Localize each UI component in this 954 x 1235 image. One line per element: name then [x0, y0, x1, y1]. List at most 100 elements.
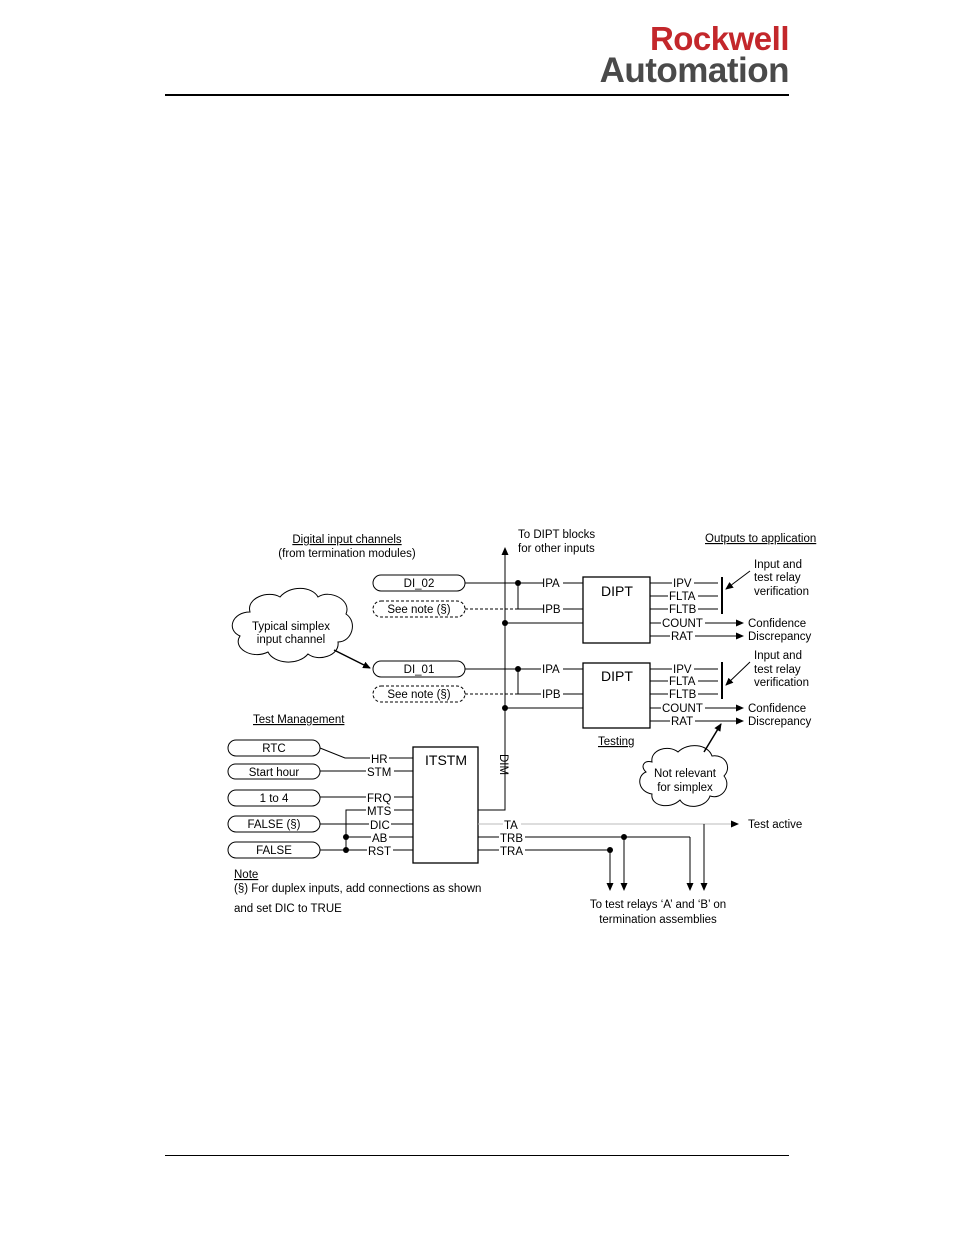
relays-line2: termination assemblies — [599, 914, 717, 926]
pill-note1 — [372, 600, 466, 618]
outputs-title: Outputs to application — [705, 533, 816, 545]
cloud-not-relevant: Not relevant for simplex — [639, 745, 728, 807]
relays-line1: To test relays ‘A’ and ‘B’ on — [590, 899, 726, 911]
tra-label: TRA — [500, 846, 523, 858]
label-bg — [661, 702, 705, 713]
label-bg — [366, 766, 394, 777]
pill-false-label: FALSE — [256, 845, 292, 857]
test-active-label: Test active — [748, 819, 802, 831]
verif-2-line1: Input and — [754, 650, 802, 662]
pill-start-hour-label: Start hour — [249, 767, 300, 779]
label-bg — [543, 576, 563, 589]
pill-1to4-label: 1 to 4 — [260, 793, 289, 805]
pill-note2-label: See note (§) — [387, 689, 450, 701]
dipt-others-title: To DIPT blocks — [518, 529, 595, 541]
rst-label: RST — [368, 846, 391, 858]
verif-1-line2: test relay — [754, 572, 801, 584]
label-bg — [369, 819, 391, 830]
header-rule — [165, 94, 789, 96]
label-bg — [670, 630, 695, 641]
logo-line-2: Automation — [599, 51, 790, 90]
label-bg — [668, 590, 698, 601]
label-bg — [503, 819, 521, 830]
note-line1: (§) For duplex inputs, add connections a… — [234, 883, 481, 895]
pill-note1-label: See note (§) — [387, 604, 450, 616]
dipt-block-2-label: DIPT — [601, 668, 633, 684]
pointer — [333, 649, 371, 669]
label-bg — [661, 617, 705, 628]
wire-dim — [478, 722, 506, 811]
label-bg — [366, 792, 394, 803]
fltb-label-2: FLTB — [669, 689, 697, 701]
testing-label: Testing — [598, 736, 634, 748]
count-label-1: COUNT — [662, 618, 703, 630]
label-bg — [499, 845, 525, 856]
cloud-typical-simplex: Typical simplex input channel — [231, 587, 353, 663]
verif-2-line3: verification — [754, 677, 809, 689]
ta-label: TA — [504, 820, 518, 832]
label-bg — [672, 577, 694, 588]
label-bg — [371, 832, 389, 843]
ipv-label-1: IPV — [673, 578, 692, 590]
dic-label: DIC — [370, 820, 390, 832]
pill-false-note-label: FALSE (§) — [247, 819, 300, 831]
verif-2-line2: test relay — [754, 664, 801, 676]
dim-label: DIM — [497, 754, 509, 775]
trb-label: TRB — [500, 833, 523, 845]
cloud-nr-line1: Not relevant — [654, 768, 717, 780]
discrepancy-1: Discrepancy — [748, 631, 812, 643]
ipa-label-1: IPA — [542, 578, 560, 590]
inputs-subtitle: (from termination modules) — [278, 548, 416, 560]
label-bg — [668, 675, 698, 686]
flta-label-2: FLTA — [669, 676, 696, 688]
ipb-label-2: IPB — [542, 689, 561, 701]
junction — [343, 847, 349, 853]
rat-label-1: RAT — [671, 631, 693, 643]
pill-di02-label: DI_02 — [404, 578, 435, 590]
dipt-block-2 — [582, 662, 651, 729]
cloud-nr-line2: for simplex — [657, 782, 713, 794]
ab-label: AB — [372, 833, 388, 845]
label-bg — [543, 602, 563, 615]
confidence-2: Confidence — [748, 703, 806, 715]
hr-label: HR — [371, 754, 388, 766]
flta-label-1: FLTA — [669, 591, 696, 603]
rockwell-automation-logo: Rockwell Automation — [553, 22, 790, 90]
pill-rtc-label: RTC — [262, 743, 285, 755]
label-bg — [370, 753, 389, 764]
rat-label-2: RAT — [671, 716, 693, 728]
dipt-block-1 — [582, 576, 651, 644]
dipt-block-1-label: DIPT — [601, 583, 633, 599]
itstm-label: ITSTM — [425, 752, 467, 768]
label-bg — [668, 688, 698, 699]
label-bg — [499, 832, 525, 843]
pointer — [725, 661, 751, 686]
label-bg — [672, 663, 694, 674]
verif-1-line1: Input and — [754, 559, 802, 571]
stm-label: STM — [367, 767, 391, 779]
ipa-label-2: IPA — [542, 664, 560, 676]
frq-label: FRQ — [367, 793, 391, 805]
confidence-1: Confidence — [748, 618, 806, 630]
label-bg — [670, 715, 695, 726]
note-line2: and set DIC to TRUE — [234, 903, 342, 915]
ipv-label-2: IPV — [673, 664, 692, 676]
discrepancy-2: Discrepancy — [748, 716, 812, 728]
count-label-2: COUNT — [662, 703, 703, 715]
dipt-others-subtitle: for other inputs — [518, 543, 595, 555]
label-bg — [367, 845, 393, 856]
label-bg — [541, 662, 563, 675]
label-bg — [366, 805, 394, 816]
itstm-block — [412, 746, 479, 864]
verif-1-line3: verification — [754, 586, 809, 598]
note-title: Note — [234, 869, 258, 881]
test-mgmt-title: Test Management — [253, 714, 345, 726]
pill-1to4 — [227, 789, 321, 807]
mts-label: MTS — [367, 806, 392, 818]
wire-hr — [319, 747, 413, 759]
cloud-simplex-line2: input channel — [257, 634, 325, 646]
ipb-label-1: IPB — [542, 604, 561, 616]
pointer — [703, 723, 722, 753]
pill-note2 — [372, 685, 466, 703]
